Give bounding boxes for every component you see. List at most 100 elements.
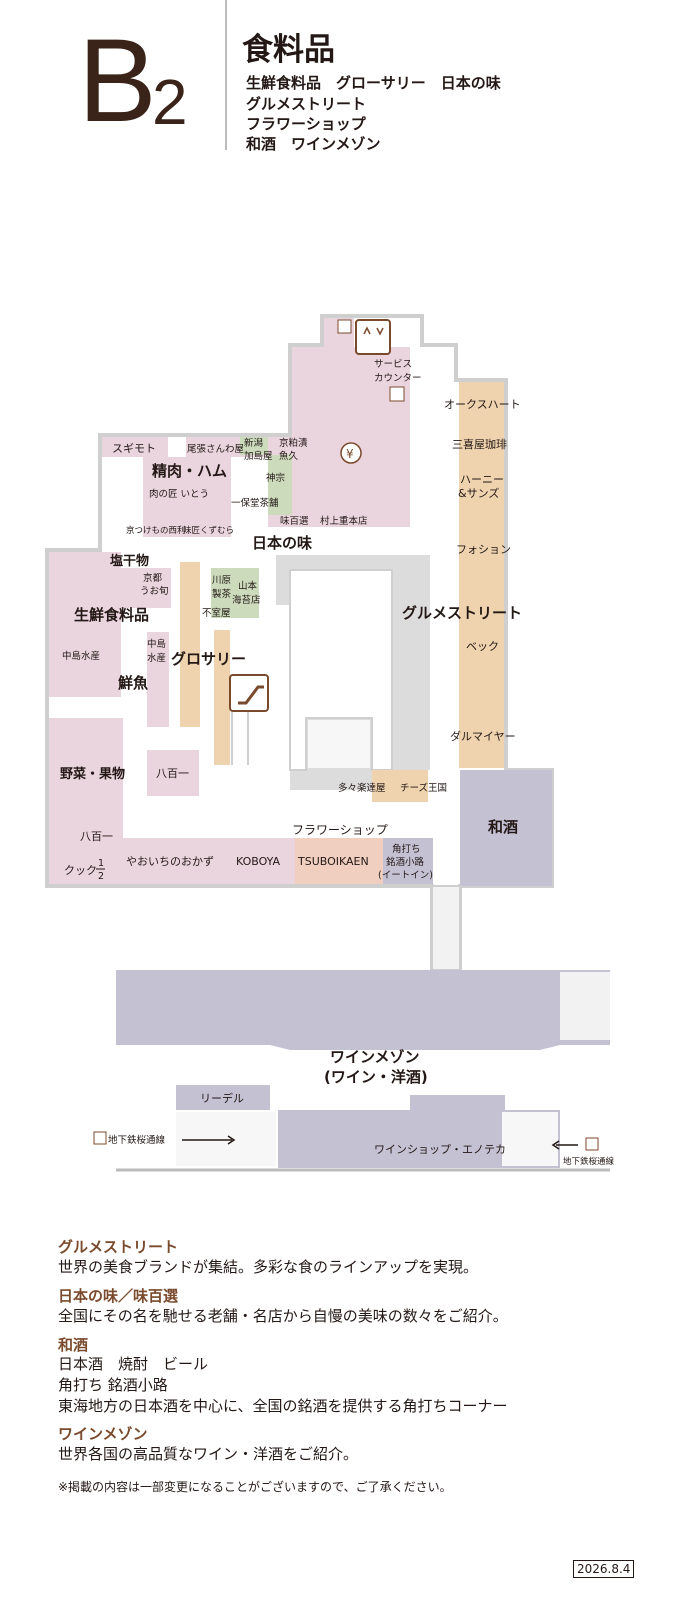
shop-nakajima-suisan2: 中島 [147,638,166,650]
zone-shiohimono: 塩干物 [110,553,149,569]
shop-kawahara: 川原 [212,575,231,586]
shop-kyokasu: 京粕漬 [279,437,308,449]
shop-kyoto: うお旬 [140,585,169,597]
desc-text: 日本酒 焼酎 ビール 角打ち 銘酒小路 東海地方の日本酒を中心に、全国の銘酒を提… [58,1355,508,1415]
escalator-icon-shape [238,685,264,705]
area-stair [308,720,370,768]
desc-title: ワインメゾン [58,1425,148,1443]
shop-yamamoto: 山本 [238,580,258,592]
area-cheese [372,770,428,802]
shop-nakajima-suisan: 中島水産 [62,650,100,662]
yen-icon [340,442,362,464]
shop-koboya: KOBOYA [236,855,281,868]
area-green-niigata [240,437,268,455]
zone-gourmet-street: グルメストリート [402,604,522,622]
area-pink-ajihyakusen [268,515,410,527]
area-nakajima [147,632,169,727]
header-divider [225,0,227,150]
arrow-right-head [551,1140,560,1150]
shop-murakami: 村上重本店 [320,515,368,527]
escalator-stairs-left [176,1112,276,1166]
area-seisen [49,552,121,697]
area-green-shinmune [268,455,292,515]
escalator-icon [229,674,269,712]
zone-yasai: 野菜・果物 [60,766,125,782]
area-bottom-pink [123,838,295,884]
area-pink-left-upper [102,437,168,457]
connector [431,885,461,971]
shop-kakuuchi: 角打ち [392,843,421,855]
category-line: グルメストリート [246,95,367,113]
desc-title: 日本の味／味百選 [58,1287,179,1305]
shop-cheese: チーズ王国 [400,782,447,794]
shop-kyokasu: 魚久 [279,450,299,462]
shop-yaoichi: 八百一 [156,767,189,780]
area-gourmet-street [459,382,504,768]
yen-icon-glyph: ¥ [346,447,354,461]
shop-niigata: 新潟 [244,437,263,449]
shop-shinmune: 神宗 [266,472,285,484]
zone-flower: フラワーショップ [292,823,388,837]
shop-mikaku: 味匠くずむら [183,525,234,536]
desc-text: 世界各国の高品質なワイン・洋酒をご紹介。 [58,1445,359,1463]
desc-text: 全国にその名を馳せる老舗・名店から自慢の美味の数々をご紹介。 [58,1307,508,1325]
shop-sugimoto: スギモト [112,442,156,455]
zone-grocery: グロサリー [171,650,246,668]
label-service-counter: カウンター [374,373,422,384]
shop-niigata: 加島屋 [244,450,273,462]
shop-enoteca: ワインショップ・エノテカ [374,1143,506,1156]
area-pink-meat [143,457,231,537]
desc-text: 世界の美食ブランドが集結。多彩な食のラインアップを実現。 [58,1258,479,1276]
shop-fauchon: フォション [456,543,511,556]
desc-title: グルメストリート [58,1238,179,1256]
shop-riedel: リーデル [200,1091,244,1105]
label-subway-right: 地下鉄桜通線 [563,1156,615,1167]
desc-title: 和酒 [58,1336,89,1354]
subway-icon [585,1137,599,1151]
shop-cook: クック [64,864,97,877]
area-void-inner [289,569,393,771]
shop-kakuuchi: 銘酒小路 [386,856,425,868]
shop-beck: ベック [466,640,499,653]
shop-nakajima-suisan2: 水産 [147,652,166,664]
shop-sankiya: 三喜屋珈琲 [452,437,507,451]
category-line: 生鮮食料品 グローサリー 日本の味 [246,74,501,92]
subway-icon [93,1131,107,1145]
date-badge: 2026.8.4 [573,1560,635,1578]
area-grocery-orange2 [214,630,230,765]
area-tsuboikaen [295,838,383,884]
category-title: 食料品 [242,32,335,68]
shop-kyoto: 京都 [143,572,163,584]
elevator-icon-arrows [363,326,384,336]
area-yasai [49,718,123,884]
shop-nikunotakumi: 肉の匠 いとう [149,488,209,500]
zone-wine-maison: (ワイン・洋酒) [324,1068,428,1086]
zone-seiniku: 精肉・ハム [152,462,227,480]
area-yaoichi [147,750,199,796]
shop-harney: &サンズ [458,486,499,500]
area-washu [460,770,552,886]
floor-map: ¥ サービス カウンター オークスハート 三喜屋珈琲 ハーニー &サンズ フォシ… [45,314,615,1172]
escalator-stairs-right [502,1112,558,1166]
shop-kakuuchi: (イートイン) [378,870,433,881]
label-subway-left: 地下鉄桜通線 [108,1134,166,1146]
shop-kyotsukemono: 京つけもの西利 [126,525,186,536]
yen-exchange-icon [389,386,405,402]
area-wine-maison-lower [176,1085,560,1168]
zone-nihonnoaji: 日本の味 [252,534,312,552]
zone-seisen: 生鮮食料品 [74,606,149,624]
shop-tsuboikaen: TSUBOIKAEN [297,855,369,868]
shop-ajihyakusen: 味百選 [280,515,309,527]
wheelchair-icon [337,319,352,334]
shop-dalmayr: ダルマイヤー [450,729,516,743]
area-kakuuchi [383,838,433,884]
shop-fumuroya: 不室屋 [202,607,231,619]
zone-sengyo: 鮮魚 [118,674,148,692]
shop-yaoichi-okazu: やおいちのおかず [126,855,214,868]
shop-yamamoto: 海苔店 [232,594,261,606]
shop-cook-half-den: 2 [98,871,104,882]
area-grocery-orange [180,562,200,727]
shop-oaks-heart: オークスハート [444,398,521,411]
floor-number: 2 [152,66,188,138]
shop-owari: 尾張さんわ屋 [187,444,244,455]
